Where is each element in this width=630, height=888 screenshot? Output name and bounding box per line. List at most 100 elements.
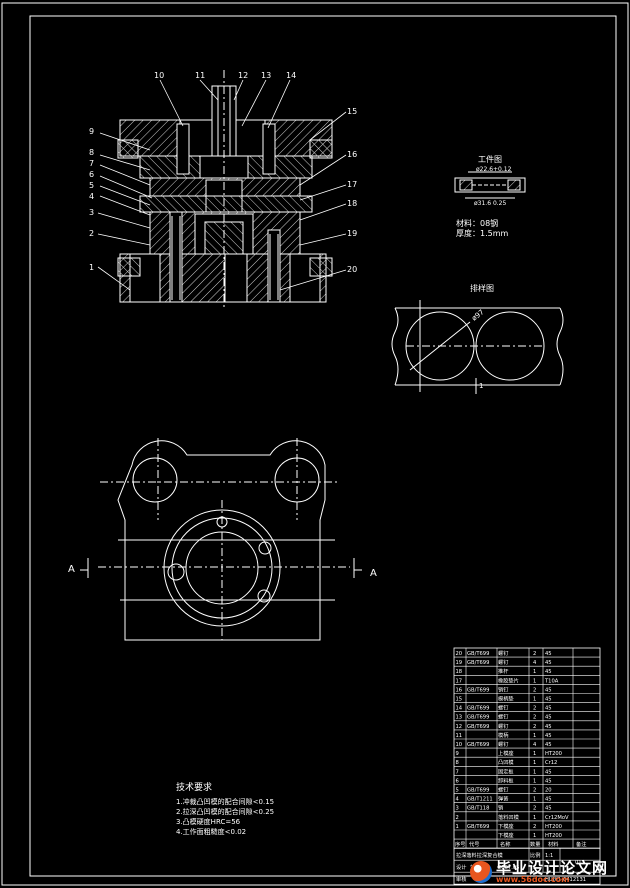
watermark-main: 毕业设计论文网	[496, 858, 609, 877]
workpiece-material: 材料：08钢	[456, 218, 498, 228]
tech-title: 技术要求	[176, 781, 212, 793]
bom-cell-material: 45	[545, 660, 552, 666]
part-label: 3	[89, 208, 94, 217]
bom-cell-qty: 1	[533, 815, 536, 821]
bom-cell-no: 5	[456, 788, 459, 794]
bom-cell-no: 1	[456, 824, 459, 830]
part-label: 1	[89, 263, 94, 272]
bom-cell-qty: 1	[533, 678, 536, 684]
bom-cell-name: 落料凹模	[498, 813, 519, 821]
workpiece-thickness: 厚度：1.5mm	[456, 228, 509, 238]
workpiece-dim-bottom: ø31.6 0.25	[474, 200, 506, 207]
part-label: 13	[261, 71, 271, 80]
bom-cell-code: GB/T118	[467, 806, 489, 812]
title-scale: 1:1	[545, 853, 553, 859]
part-label: 4	[89, 192, 94, 201]
bom-cell-code: GB/T699	[467, 660, 489, 666]
bom-cell-no: 4	[456, 797, 460, 803]
bom-cell-qty: 1	[533, 733, 536, 739]
part-label: 7	[89, 159, 94, 168]
part-label: 6	[89, 170, 94, 179]
title-scale-label: 比例	[530, 851, 540, 859]
bom-cell-material: Cr12MoV	[545, 815, 569, 821]
bom-cell-no: 13	[456, 715, 463, 721]
part-leaders	[97, 79, 347, 291]
plan-view	[80, 438, 362, 641]
tech-item: 1.冲裁凸凹模的配合间隙<0.15	[176, 797, 274, 806]
bom-cell-no: 9	[456, 751, 459, 757]
part-label: 8	[89, 148, 94, 157]
bom-cell-name: 模柄垫	[498, 695, 514, 703]
bom-cell-material: Cr12	[545, 760, 557, 766]
part-label: 19	[347, 229, 357, 238]
bom-cell-qty: 1	[533, 760, 536, 766]
part-label: 11	[195, 71, 205, 80]
bom-cell-qty: 1	[533, 833, 536, 839]
bom-cell-name: 固定板	[498, 767, 514, 775]
bom-cell-qty: 1	[533, 751, 536, 757]
part-label: 12	[238, 71, 248, 80]
part-label: 2	[89, 229, 94, 238]
bom-cell-code: GB/T699	[467, 706, 489, 712]
bom-cell-material: 45	[545, 687, 552, 693]
bom-header-material: 材料	[548, 840, 558, 848]
part-label: 17	[347, 180, 357, 189]
bom-cell-material: 20	[545, 788, 552, 794]
bom-cell-no: 8	[456, 760, 459, 766]
part-label: 18	[347, 199, 357, 208]
bom-cell-no: 2	[456, 815, 459, 821]
part-label: 5	[89, 181, 94, 190]
section-mark-left: A	[68, 564, 75, 575]
bom-cell-no: 16	[456, 687, 463, 693]
bom-cell-material: 45	[545, 733, 552, 739]
bom-cell-material: 45	[545, 669, 552, 675]
section-view	[117, 70, 333, 310]
bom-cell-qty: 2	[533, 824, 536, 830]
bom-cell-name: 螺钉	[498, 704, 508, 712]
title-sheet: 01	[575, 860, 582, 866]
bom-cell-material: 45	[545, 715, 552, 721]
tech-requirements: 技术要求 1.冲裁凸凹模的配合间隙<0.15 2.拉深凸凹模的配合间隙<0.25…	[176, 781, 274, 836]
bom-cell-material: 45	[545, 697, 552, 703]
bom-cell-name: 螺钉	[498, 740, 508, 748]
bom-cell-code: GB/T699	[467, 715, 489, 721]
title-drawing-no: HUIX1-0412131	[545, 877, 586, 883]
bom-cell-name: 螺钉	[498, 786, 508, 794]
bom-cell-no: 14	[456, 706, 463, 712]
bom-cell-qty: 1	[533, 669, 536, 675]
bom-cell-name: 弹簧	[498, 795, 508, 803]
bom-cell-no: 17	[456, 678, 463, 684]
bom-header-name: 名称	[500, 840, 510, 848]
bom-cell-name: 螺钉	[498, 713, 508, 721]
tech-item: 2.拉深凸凹模的配合间隙<0.25	[176, 807, 274, 816]
bom-cell-no: 7	[456, 769, 459, 775]
bom-cell-material: 45	[545, 706, 552, 712]
bom-cell-qty: 2	[533, 724, 536, 730]
title-designer-label: 设计	[456, 863, 466, 871]
bom-cell-material: 45	[545, 778, 552, 784]
bom-cell-no: 18	[456, 669, 463, 675]
title-date: 2007.05	[498, 865, 519, 871]
tech-item: 3.凸模硬度HRC=56	[176, 817, 241, 826]
title-drawing-name: 拉深落料拉深复合模	[456, 851, 503, 859]
bom-header-note: 备注	[576, 840, 586, 848]
bom-cell-qty: 4	[533, 742, 537, 748]
watermark-logo: 毕业设计论文网 www.56doc.com	[470, 858, 628, 886]
bom-cell-qty: 2	[533, 715, 536, 721]
bom-cell-name: 下模座	[498, 831, 514, 839]
tech-item: 4.工作面粗糙度<0.02	[176, 827, 246, 836]
part-label: 20	[347, 265, 357, 274]
bom-cell-qty: 2	[533, 706, 536, 712]
bom-cell-no: 10	[456, 742, 463, 748]
bom-cell-no: 6	[456, 778, 459, 784]
bom-cell-qty: 4	[533, 660, 537, 666]
bom-cell-qty: 1	[533, 797, 536, 803]
bom-cell-name: 模柄	[498, 731, 508, 739]
bom-cell-material: T10A	[544, 678, 559, 684]
workpiece-dim-top: ø22.6+0.12	[476, 166, 512, 173]
bom-cell-code: GB/T1211	[467, 797, 493, 803]
bom-cell-code: GB/T699	[467, 824, 489, 830]
bom-cell-material: HT200	[545, 751, 562, 757]
bom-cell-qty: 2	[533, 687, 536, 693]
